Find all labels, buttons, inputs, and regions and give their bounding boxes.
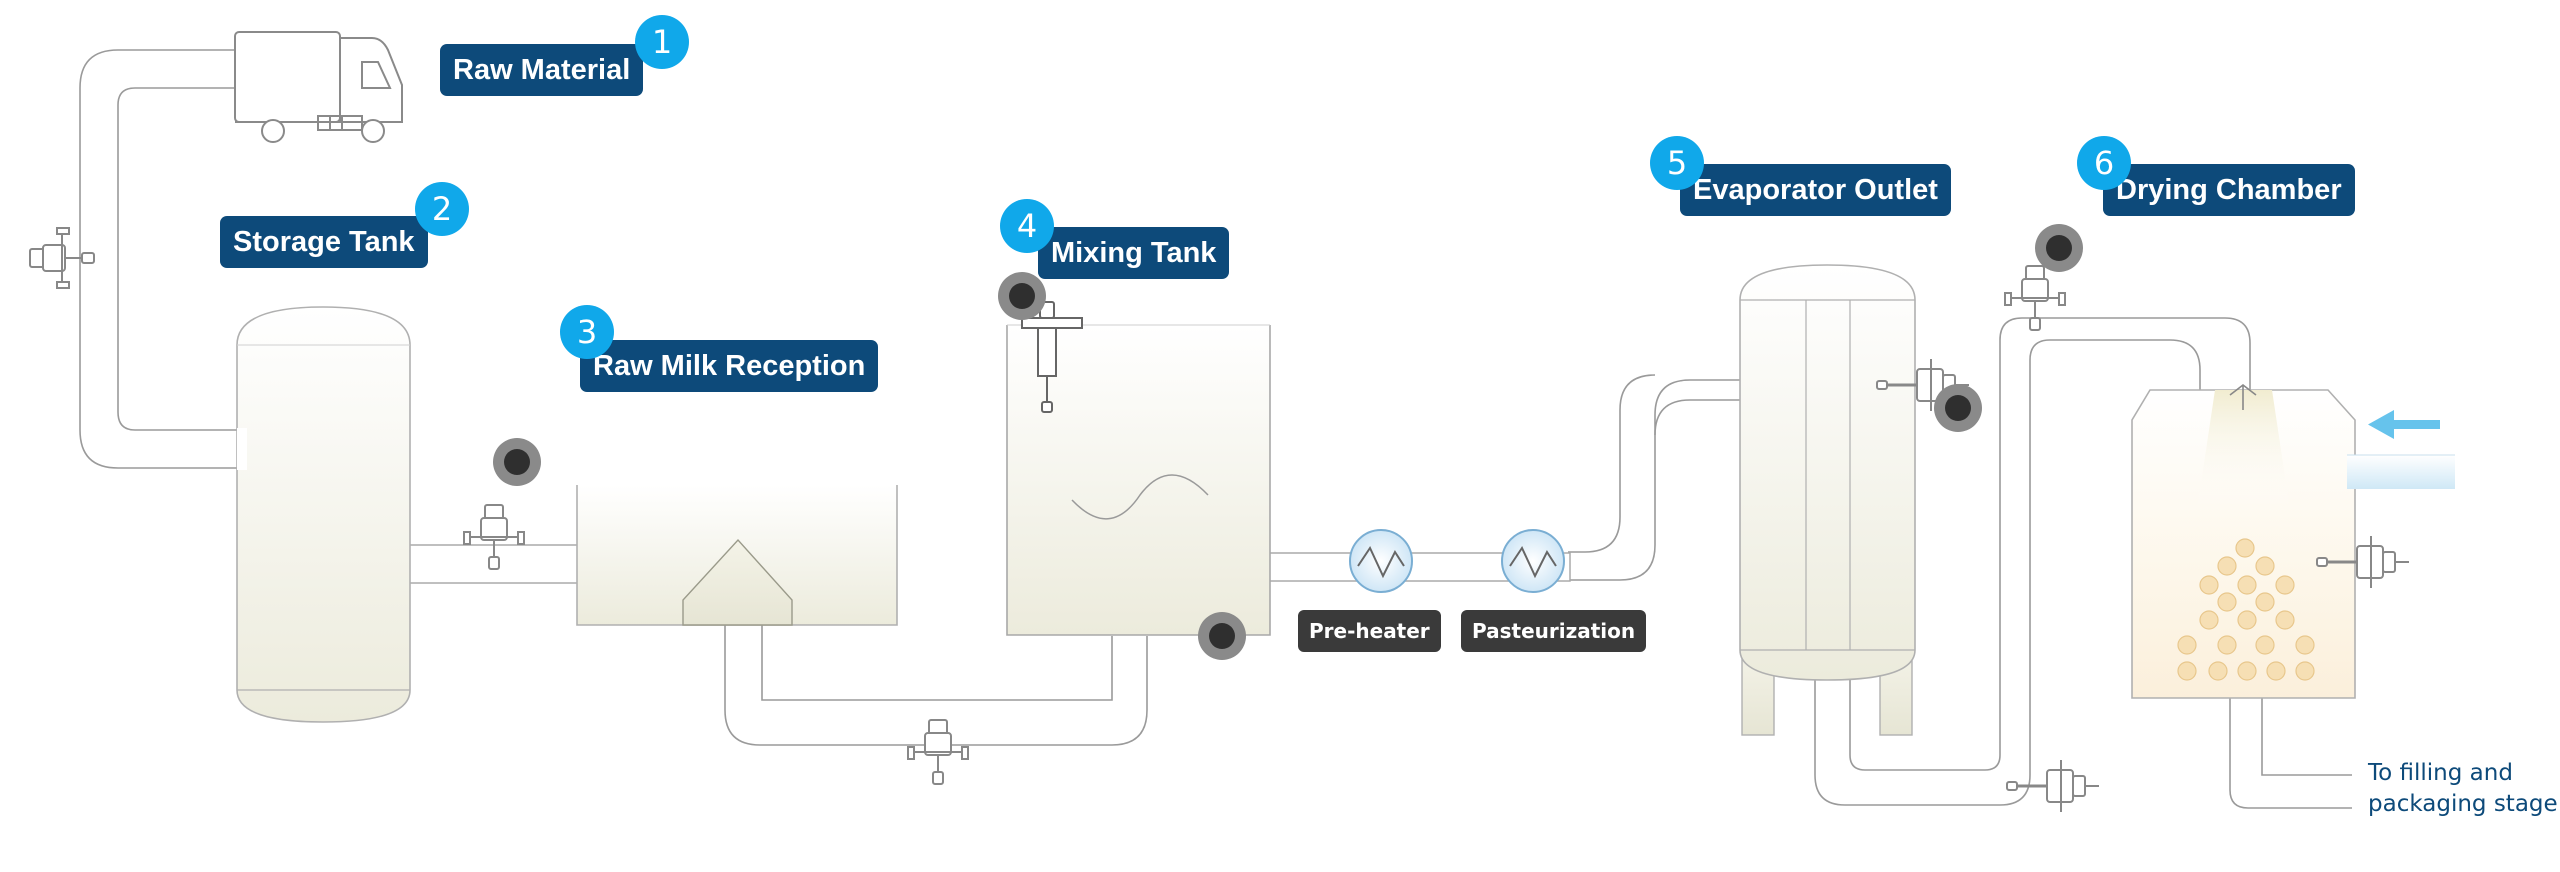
pasteurizer-unit xyxy=(1501,529,1565,593)
truck-icon xyxy=(234,31,403,143)
agitator-icon xyxy=(1021,301,1083,413)
stage-number-badge: 1 xyxy=(635,15,689,69)
pipework xyxy=(79,49,2352,809)
valve-icon xyxy=(2005,758,2101,814)
sensor-icon xyxy=(1934,384,1982,432)
valve-icon xyxy=(907,719,969,785)
valve-icon xyxy=(29,227,95,289)
sensor-icon xyxy=(998,272,1046,320)
stage-number-badge: 3 xyxy=(560,305,614,359)
sensor-icon xyxy=(2035,224,2083,272)
air-inlet-duct xyxy=(2347,455,2455,489)
stage-label-mixing-tank: Mixing Tank xyxy=(1038,227,1230,279)
stage-number-badge: 5 xyxy=(1650,136,1704,190)
preheater-unit xyxy=(1349,529,1413,593)
sensor-icon xyxy=(1198,612,1246,660)
storage-tank-vessel xyxy=(236,306,411,723)
stage-label-evaporator-outlet: Evaporator Outlet xyxy=(1680,164,1951,216)
preheater-label: Pre-heater xyxy=(1298,610,1441,652)
filling-packaging-note: To filling and packaging stage xyxy=(2368,758,2558,820)
stage-number-badge: 2 xyxy=(415,182,469,236)
stage-label-raw-material: Raw Material xyxy=(440,44,644,96)
stage-number-badge: 4 xyxy=(1000,199,1054,253)
airflow-arrow-icon xyxy=(2368,410,2440,439)
stage-label-raw-milk-reception: Raw Milk Reception xyxy=(580,340,879,392)
stage-label-drying-chamber: Drying Chamber xyxy=(2103,164,2355,216)
evaporator-vessel xyxy=(1739,264,1916,736)
sensor-icon xyxy=(493,438,541,486)
stage-label-storage-tank: Storage Tank xyxy=(220,216,428,268)
valve-icon xyxy=(2004,265,2066,331)
filling-note-line-2: packaging stage xyxy=(2368,791,2558,817)
filling-note-line-1: To filling and xyxy=(2368,760,2513,786)
reception-vessel xyxy=(576,485,898,626)
stage-number-badge: 6 xyxy=(2077,136,2131,190)
pasteurization-label: Pasteurization xyxy=(1461,610,1647,652)
powder-particles xyxy=(2177,538,2315,681)
